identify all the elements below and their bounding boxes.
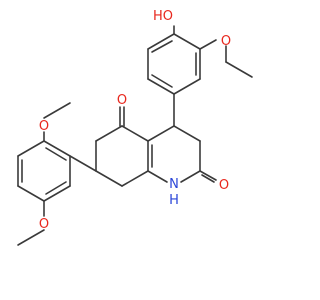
methoxy-bottom bbox=[17, 200, 45, 246]
ethoxy-group bbox=[199, 39, 253, 78]
lactam-oxygen-label: O bbox=[219, 178, 229, 193]
lactam-ring bbox=[147, 125, 201, 183]
hydroxyphenyl-ring bbox=[147, 33, 201, 95]
amine-nitrogen-label: N bbox=[169, 177, 179, 192]
c7-aryl-bond bbox=[69, 155, 97, 172]
ether-oxygen-methoxy-bottom-label: O bbox=[39, 217, 49, 232]
lactam-carbonyl bbox=[199, 170, 217, 183]
molecule-diagram: HO O O O N H O O bbox=[17, 9, 253, 246]
ketone-oxygen-label: O bbox=[117, 93, 127, 108]
hydroxyl-label: HO bbox=[153, 9, 173, 24]
ether-oxygen-ethoxy-label: O bbox=[221, 34, 231, 49]
cyclohexanone-ring bbox=[95, 125, 149, 187]
amine-hydrogen-label: H bbox=[169, 193, 179, 208]
ketone-carbonyl bbox=[119, 106, 125, 127]
methoxy-top bbox=[43, 102, 71, 142]
dimethoxyphenyl-ring bbox=[17, 140, 71, 202]
structure-drawing: HO O O O N H O O bbox=[17, 9, 253, 246]
ether-oxygen-methoxy-top-label: O bbox=[39, 119, 49, 134]
